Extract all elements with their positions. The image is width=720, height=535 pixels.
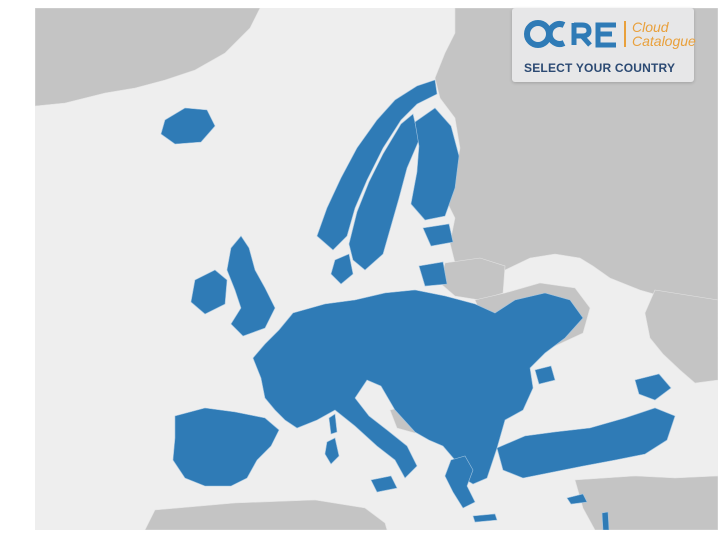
country-israel[interactable] <box>601 511 610 530</box>
country-continental-europe[interactable] <box>252 289 584 485</box>
middle-east-land <box>574 475 718 530</box>
logo-line-catalogue: Catalogue <box>632 33 696 49</box>
country-corsica[interactable] <box>328 413 338 435</box>
country-selector-panel: Cloud Catalogue SELECT YOUR COUNTRY <box>512 8 696 82</box>
caucasus-land <box>644 289 718 384</box>
country-finland[interactable] <box>410 107 460 221</box>
non-selectable-land <box>35 8 718 530</box>
logo-divider <box>624 21 626 47</box>
country-united-kingdom[interactable] <box>226 235 276 337</box>
country-greece[interactable] <box>444 455 476 509</box>
country-georgia-armenia[interactable] <box>634 373 672 401</box>
ocre-logo-mark <box>524 20 616 48</box>
europe-map[interactable] <box>35 8 718 530</box>
country-iberia[interactable] <box>172 407 280 487</box>
country-denmark[interactable] <box>330 253 354 285</box>
map-container[interactable] <box>35 8 718 530</box>
country-sicily[interactable] <box>370 475 398 493</box>
north-africa-land <box>144 499 388 530</box>
country-sardinia[interactable] <box>324 437 340 465</box>
country-cyprus[interactable] <box>566 493 588 505</box>
country-iceland[interactable] <box>160 107 216 145</box>
greenland-land <box>35 8 261 107</box>
country-estonia[interactable] <box>422 223 454 247</box>
country-norway[interactable] <box>316 79 438 251</box>
country-ireland[interactable] <box>190 269 228 315</box>
country-sweden[interactable] <box>348 113 420 271</box>
country-lithuania[interactable] <box>418 261 448 287</box>
country-crete[interactable] <box>472 513 498 523</box>
logo-subtitle: Cloud Catalogue <box>632 20 696 48</box>
selectable-countries[interactable] <box>160 79 676 530</box>
belarus-land <box>439 257 506 301</box>
country-turkey[interactable] <box>496 407 676 479</box>
ocre-logo: Cloud Catalogue <box>524 17 696 51</box>
logo-line-cloud: Cloud <box>632 19 669 35</box>
country-crimea[interactable] <box>534 365 556 385</box>
select-your-country-label[interactable]: SELECT YOUR COUNTRY <box>524 61 676 75</box>
